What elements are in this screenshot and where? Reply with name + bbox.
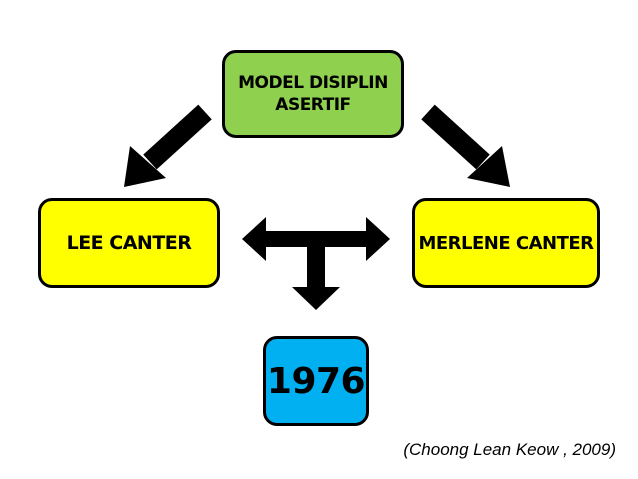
year-box: 1976: [263, 336, 369, 426]
merlene-canter-label: MERLENE CANTER: [418, 232, 594, 254]
model-disiplin-asertif-box: MODEL DISIPLIN ASERTIF: [222, 50, 404, 138]
merlene-canter-box: MERLENE CANTER: [412, 198, 600, 288]
year-label: 1976: [266, 360, 366, 402]
lee-canter-box: LEE CANTER: [38, 198, 220, 288]
arrow-to-merlene-canter: [421, 104, 510, 187]
lee-canter-label: LEE CANTER: [66, 232, 192, 254]
arrow-to-lee-canter: [124, 104, 212, 187]
citation: (Choong Lean Keow , 2009): [403, 440, 616, 459]
t-arrow: [242, 217, 390, 310]
model-disiplin-asertif-label: MODEL DISIPLIN ASERTIF: [238, 73, 388, 115]
